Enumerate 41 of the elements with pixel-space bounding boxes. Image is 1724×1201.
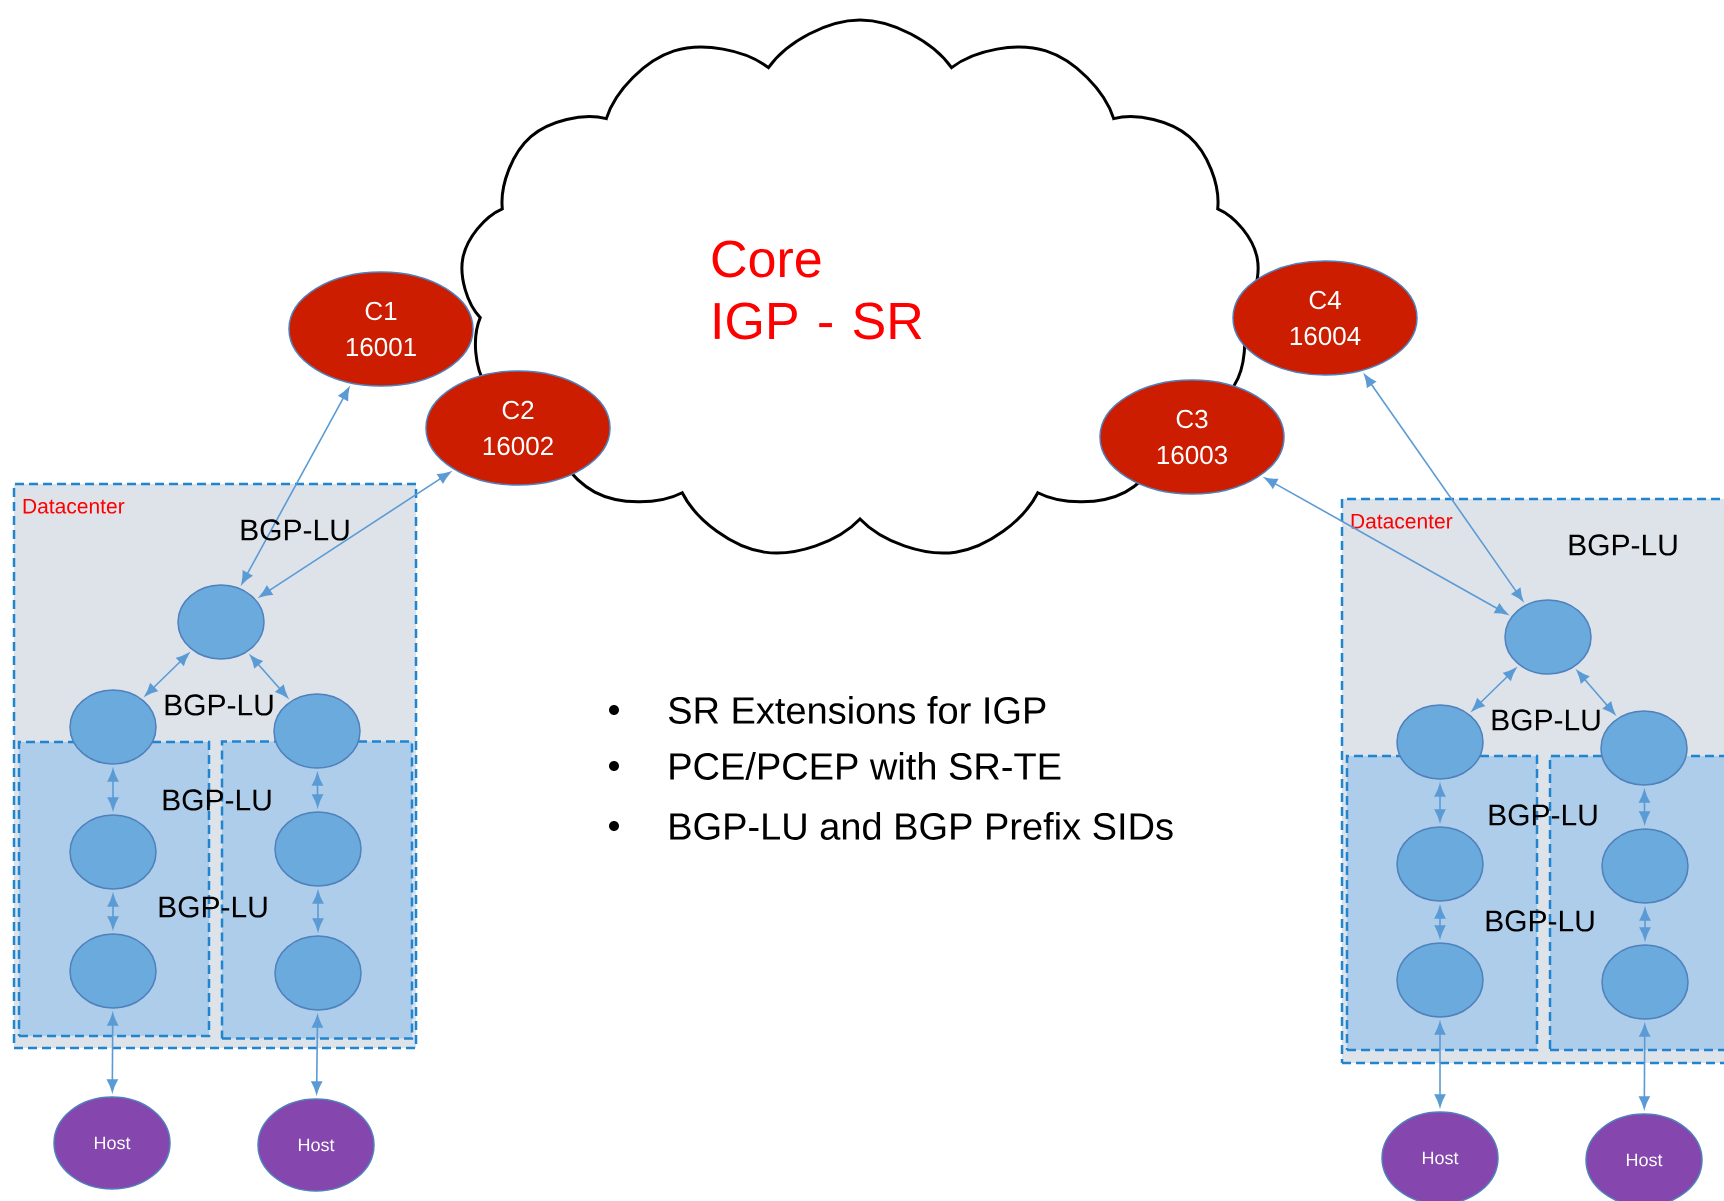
arrow [312,891,324,931]
switch-ellipse [177,584,265,660]
switch-ellipse [1396,826,1484,902]
arrow [250,655,288,698]
bullet-item: SR Extensions for IGP [609,696,1046,724]
protocol-label: BGP-LU [165,694,273,716]
arrow [311,1015,323,1094]
arrow [1471,668,1517,711]
arrow [107,769,119,810]
arrow [1639,1024,1651,1109]
arrow [1364,374,1524,602]
protocol-label: BGP-LU [241,519,349,541]
switch-ellipse [273,693,361,769]
arrow [1639,790,1650,824]
switch-ellipse [1504,599,1592,675]
switch-ellipse [69,689,157,765]
arrow [1576,670,1616,715]
switch-ellipse [274,811,362,887]
arrow [1264,477,1508,615]
arrow [241,387,350,585]
arrow [259,471,451,598]
switch-ellipse [69,814,157,890]
arrow [312,773,323,807]
protocol-label: BGP-LU [1569,534,1677,556]
switch-ellipse [1600,710,1688,786]
arrow [1639,908,1651,940]
protocol-label: BGP-LU [1492,709,1600,731]
switch-ellipse [69,933,157,1009]
bullet-item: PCE/PCEP with SR-TE [609,752,1061,780]
arrow [107,894,119,929]
switch-ellipse [1396,942,1484,1018]
arrow [1434,906,1446,938]
arrow [1434,784,1446,822]
switch-ellipse [1601,828,1689,904]
arrow [1434,1022,1446,1107]
bullet-item: BGP-LU and BGP Prefix SIDs [609,812,1173,840]
switch-ellipse [1601,944,1689,1020]
switch-ellipse [274,935,362,1011]
arrow [107,1013,119,1092]
switch-ellipse [1396,704,1484,780]
arrow [144,653,190,696]
